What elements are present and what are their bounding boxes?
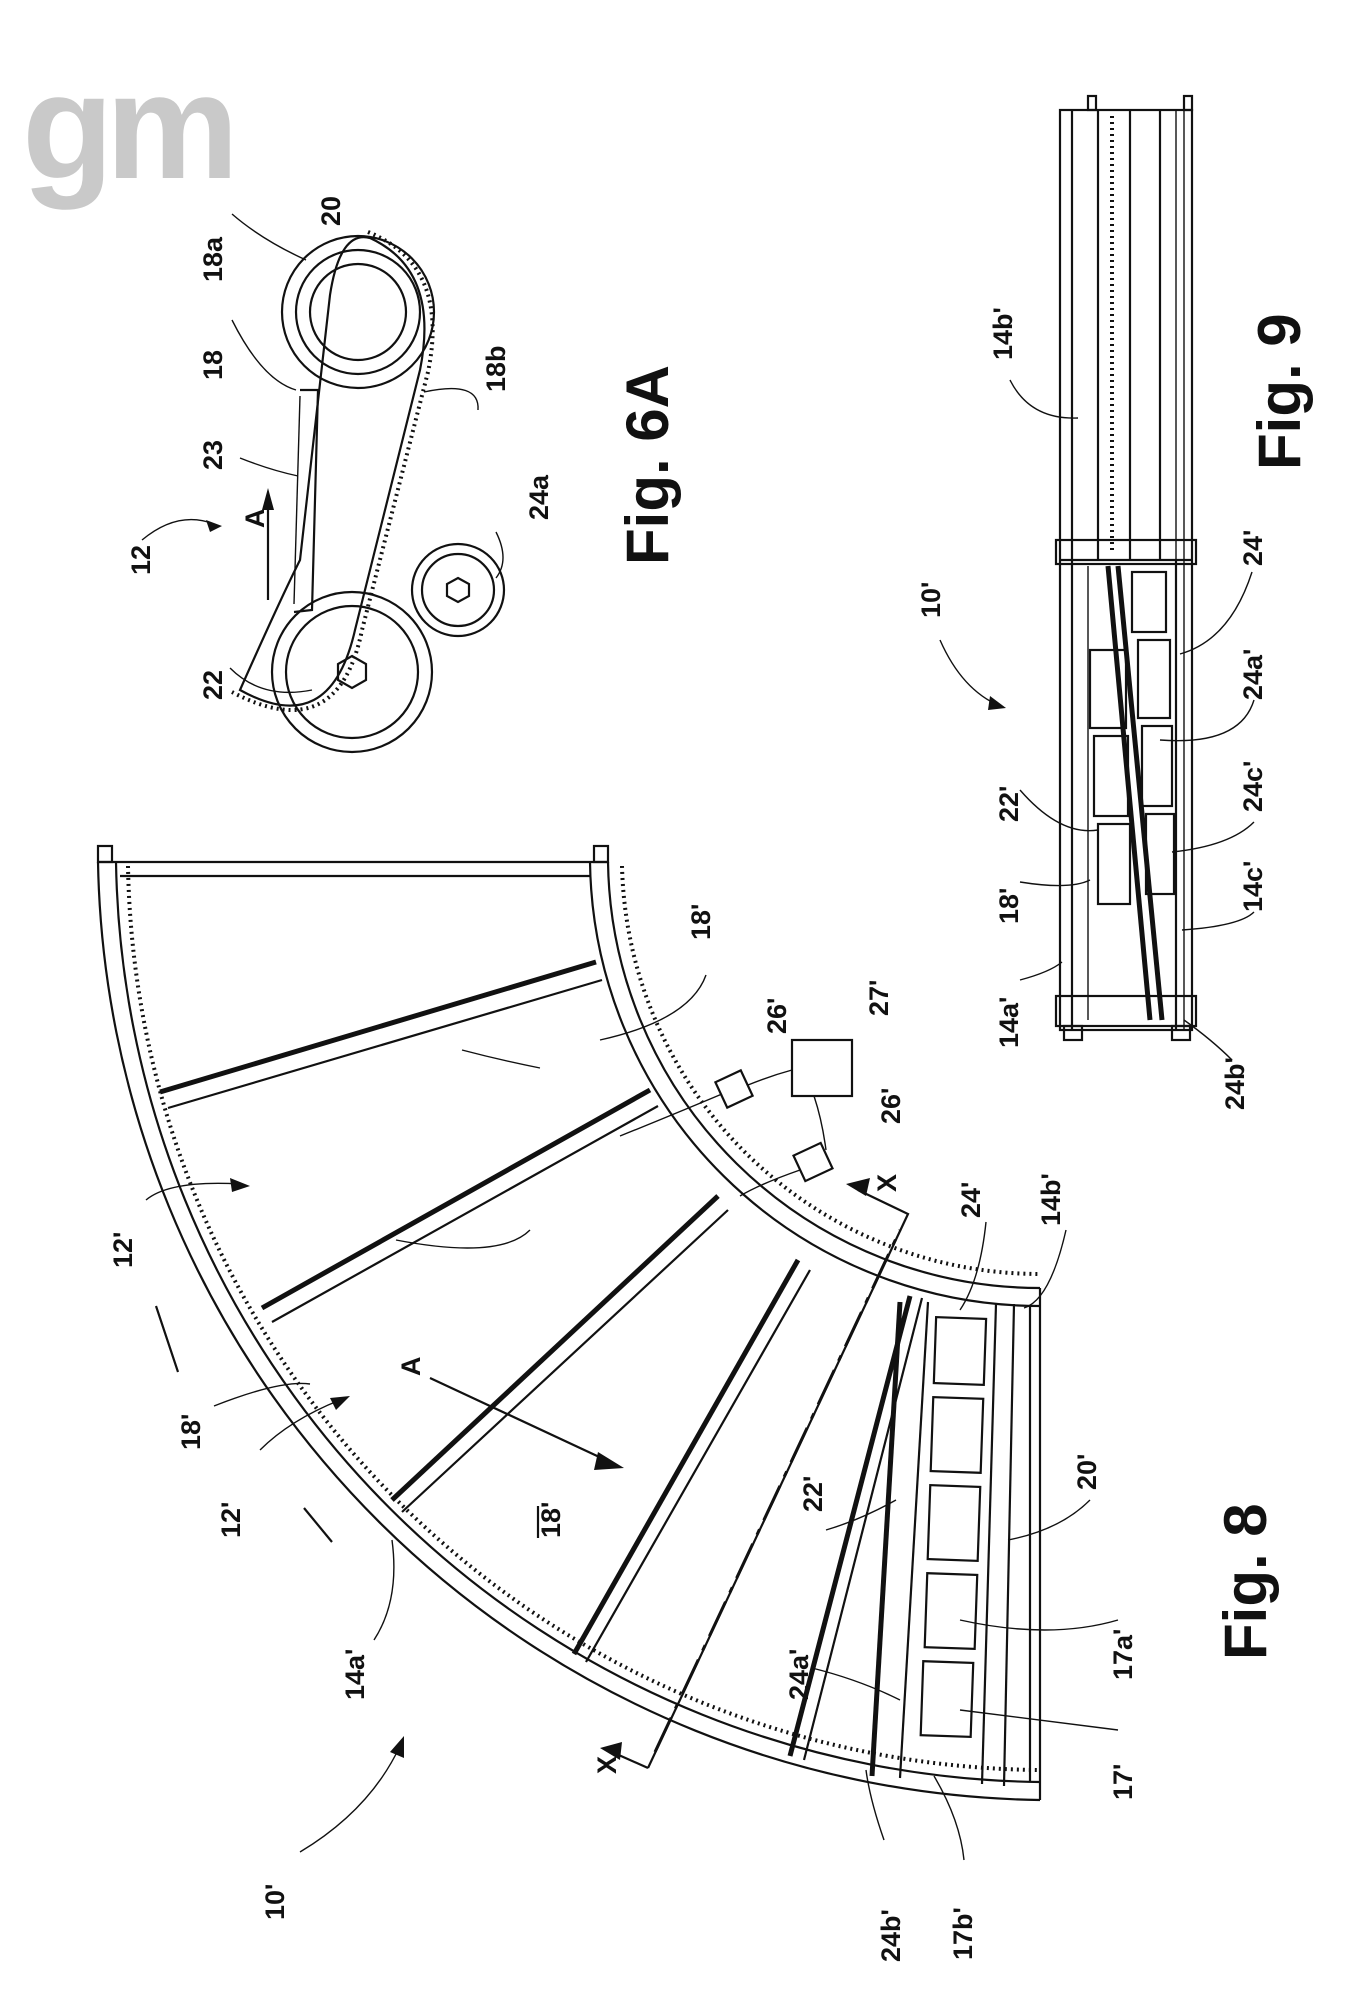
fig-8-title: Fig. 8	[1212, 1503, 1279, 1660]
svg-text:17': 17'	[1108, 1764, 1138, 1800]
pulley-22	[284, 604, 420, 740]
svg-text:26': 26'	[876, 1088, 906, 1124]
svg-text:24b': 24b'	[876, 1909, 906, 1962]
svg-text:18b: 18b	[481, 345, 511, 392]
fig-9-labels: 10' 14b' 24' 24a' 24c' 14c' 24b' 14a' 18…	[916, 307, 1313, 1110]
svg-text:27': 27'	[864, 980, 894, 1016]
svg-text:X: X	[872, 1174, 902, 1192]
fig-6a-diagram	[141, 213, 506, 754]
fig-6a-title: Fig. 6A	[614, 365, 681, 565]
svg-text:24a': 24a'	[1238, 649, 1268, 700]
svg-text:24c': 24c'	[1238, 761, 1268, 812]
svg-text:24': 24'	[1238, 530, 1268, 566]
svg-text:18a: 18a	[198, 236, 228, 282]
svg-text:17b': 17b'	[948, 1907, 978, 1960]
svg-text:26': 26'	[762, 998, 792, 1034]
svg-text:22': 22'	[994, 786, 1024, 822]
svg-text:18': 18'	[686, 904, 716, 940]
svg-text:14b': 14b'	[988, 307, 1018, 360]
roller-24a	[410, 542, 506, 638]
fig-9-title: Fig. 9	[1246, 313, 1313, 470]
svg-text:12': 12'	[108, 1232, 138, 1268]
svg-text:18': 18'	[536, 1502, 566, 1538]
svg-text:14c': 14c'	[1238, 861, 1268, 912]
controller-27	[790, 1038, 854, 1098]
svg-text:12: 12	[126, 545, 156, 575]
svg-text:14a': 14a'	[340, 1649, 370, 1700]
svg-text:22: 22	[198, 670, 228, 700]
svg-text:10': 10'	[916, 582, 946, 618]
svg-text:A: A	[240, 509, 270, 529]
svg-text:24a': 24a'	[784, 1649, 814, 1700]
pulley-20	[294, 248, 422, 376]
svg-text:10': 10'	[260, 1884, 290, 1920]
svg-text:X: X	[592, 1756, 622, 1774]
svg-text:17a': 17a'	[1108, 1629, 1138, 1680]
fig-8-diagram	[96, 844, 1119, 1861]
sensor-26-lower	[792, 1141, 834, 1183]
svg-text:23: 23	[198, 440, 228, 470]
svg-text:A: A	[396, 1357, 426, 1377]
svg-text:18: 18	[198, 350, 228, 380]
svg-text:18': 18'	[994, 888, 1024, 924]
svg-text:22': 22'	[798, 1476, 828, 1512]
svg-text:14a': 14a'	[994, 997, 1024, 1048]
svg-text:14b': 14b'	[1036, 1173, 1066, 1226]
svg-text:24': 24'	[956, 1182, 986, 1218]
svg-text:20': 20'	[1072, 1454, 1102, 1490]
fig-6a-labels: 12 A 23 18 18a 20 18b 24a 22 Fig. 6A	[126, 196, 681, 700]
sensor-26-upper	[713, 1068, 755, 1110]
svg-text:18': 18'	[176, 1414, 206, 1450]
svg-text:20: 20	[316, 196, 346, 226]
fig-9-diagram	[939, 94, 1255, 1061]
svg-text:12': 12'	[216, 1502, 246, 1538]
gm-logo: gm	[22, 42, 231, 210]
fig-8-labels: 12' 18' 12' A 18' 18' 26' 27' 26' X 24' …	[108, 904, 1279, 1962]
svg-text:24a: 24a	[524, 474, 554, 520]
svg-text:24b': 24b'	[1220, 1057, 1250, 1110]
